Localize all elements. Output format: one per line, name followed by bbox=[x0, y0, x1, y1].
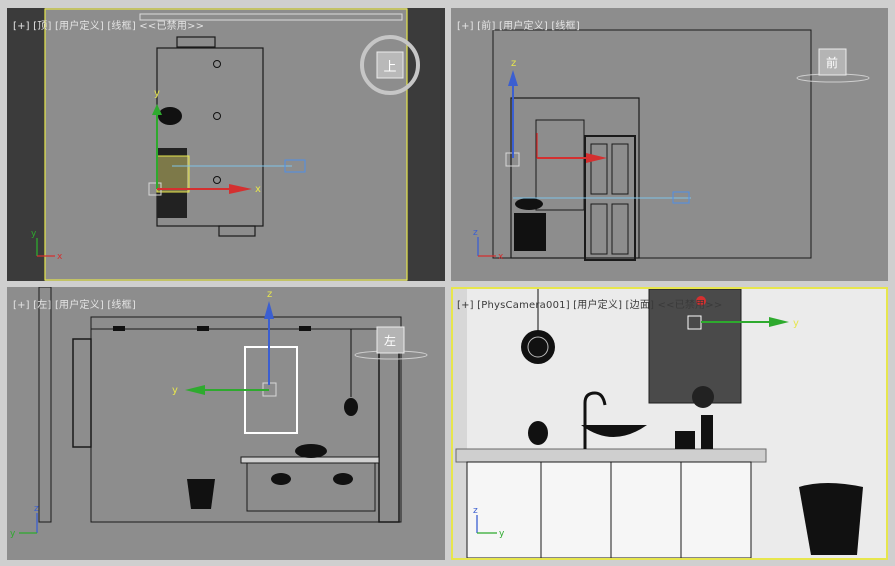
left-door bbox=[378, 341, 400, 523]
left-viewcube-label[interactable]: 左 bbox=[384, 333, 396, 348]
front-viewcube-label[interactable]: 前 bbox=[826, 55, 838, 70]
left-towel-2 bbox=[333, 473, 353, 485]
top-light-3 bbox=[213, 176, 221, 184]
front-wall-frame bbox=[510, 97, 640, 259]
left-light-1 bbox=[113, 326, 125, 331]
top-dark-margin-left bbox=[7, 8, 45, 281]
viewport-left[interactable]: [+] [左] [用户定义] [线框] z y 左 z y bbox=[7, 287, 445, 560]
camera-faucet bbox=[583, 391, 607, 449]
top-safe-frame bbox=[44, 8, 408, 281]
front-room-outline bbox=[492, 29, 812, 259]
camera-gizmo-y-label: y bbox=[793, 318, 799, 329]
front-camera-icon bbox=[672, 191, 690, 204]
top-door bbox=[218, 225, 256, 237]
camera-world-y-label: y bbox=[499, 529, 505, 539]
left-gizmo-z-arrow[interactable] bbox=[264, 301, 274, 319]
camera-gizmo-x-dot[interactable] bbox=[696, 296, 706, 306]
front-world-z-label: z bbox=[473, 228, 478, 238]
front-gizmo-z-label: z bbox=[511, 58, 516, 69]
front-gizmo-x-arrow[interactable] bbox=[586, 153, 607, 163]
viewport-camera[interactable]: [+] [PhysCamera001] [用户定义] [边面] <<已禁用>> … bbox=[451, 287, 888, 560]
camera-countertop bbox=[455, 448, 767, 463]
top-gizmo-y-arrow[interactable] bbox=[152, 104, 162, 115]
top-selected-object bbox=[156, 155, 190, 193]
top-viewcube-label[interactable]: 上 bbox=[383, 60, 396, 75]
front-door-panel-1 bbox=[590, 143, 608, 195]
front-basin bbox=[515, 198, 543, 210]
camera-side-wall bbox=[453, 289, 467, 558]
front-world-x-label: x bbox=[498, 252, 504, 262]
top-gizmo-x-arrow[interactable] bbox=[229, 184, 252, 194]
top-camera-icon bbox=[284, 159, 306, 173]
left-gizmo-y-label: y bbox=[172, 385, 178, 396]
front-door-panel-4 bbox=[611, 203, 629, 255]
top-gizmo-x-label: x bbox=[255, 184, 261, 195]
viewport-left-scene[interactable]: z y 左 z y bbox=[7, 287, 445, 560]
viewport-camera-label[interactable]: [+] [PhysCamera001] [用户定义] [边面] <<已禁用>> bbox=[457, 300, 723, 311]
viewport-front-label[interactable]: [+] [前] [用户定义] [线框] bbox=[457, 21, 580, 32]
top-viewcube[interactable] bbox=[376, 51, 404, 79]
camera-toilet bbox=[799, 483, 863, 555]
top-viewcube-ring[interactable] bbox=[360, 35, 420, 95]
viewport-left-label[interactable]: [+] [左] [用户定义] [线框] bbox=[13, 300, 136, 311]
viewport-top-scene[interactable]: y x 上 y x bbox=[7, 8, 445, 281]
camera-mirror bbox=[648, 289, 742, 404]
left-world-z-label: z bbox=[34, 504, 39, 514]
top-dark-margin-right bbox=[407, 8, 445, 281]
top-ceiling-edge bbox=[139, 13, 403, 21]
top-gizmo-y-label: y bbox=[154, 88, 160, 99]
top-world-y-label: y bbox=[31, 229, 37, 239]
left-towel-1 bbox=[271, 473, 291, 485]
viewport-front[interactable]: [+] [前] [用户定义] [线框] z 前 z x bbox=[451, 8, 888, 281]
front-mirror bbox=[535, 119, 585, 211]
left-bin bbox=[187, 479, 215, 509]
left-viewcube[interactable] bbox=[376, 326, 405, 354]
camera-basin bbox=[581, 425, 647, 437]
left-wall-edge bbox=[38, 287, 52, 523]
camera-jar bbox=[675, 431, 695, 449]
left-gizmo-z-label: z bbox=[267, 289, 272, 300]
camera-pendant-detail bbox=[527, 336, 549, 358]
top-light-1 bbox=[213, 60, 221, 68]
front-viewcube[interactable] bbox=[818, 48, 847, 76]
viewport-top-label[interactable]: [+] [顶] [用户定义] [线框] <<已禁用>> bbox=[13, 21, 205, 32]
viewport-camera-scene[interactable]: y z y bbox=[453, 289, 886, 558]
front-door-panel-3 bbox=[590, 203, 608, 255]
camera-vanity bbox=[466, 461, 752, 558]
left-light-3 bbox=[299, 326, 311, 331]
left-world-y-label: y bbox=[10, 529, 16, 539]
top-light-2 bbox=[213, 112, 221, 120]
viewport-top[interactable]: [+] [顶] [用户定义] [线框] <<已禁用>> y x 上 y bbox=[7, 8, 445, 281]
front-vanity bbox=[514, 213, 546, 251]
front-gizmo-z-arrow[interactable] bbox=[508, 70, 518, 86]
top-window bbox=[176, 36, 216, 48]
left-gizmo-y-arrow[interactable] bbox=[185, 385, 205, 395]
left-vanity bbox=[246, 462, 376, 512]
camera-gizmo-y-arrow[interactable] bbox=[769, 317, 789, 327]
viewport-front-scene[interactable]: z 前 z x bbox=[451, 8, 888, 281]
front-door-panel-2 bbox=[611, 143, 629, 195]
camera-pendant-lamp bbox=[521, 330, 555, 364]
left-light-2 bbox=[197, 326, 209, 331]
top-world-x-label: x bbox=[57, 252, 63, 262]
left-basin bbox=[295, 444, 327, 458]
left-window bbox=[72, 338, 92, 448]
camera-vase bbox=[701, 415, 713, 449]
left-pendant-lamp bbox=[344, 398, 358, 416]
camera-plant bbox=[692, 386, 714, 408]
camera-mirror-small bbox=[528, 421, 548, 445]
camera-world-z-label: z bbox=[473, 506, 478, 516]
top-basin bbox=[158, 107, 182, 125]
